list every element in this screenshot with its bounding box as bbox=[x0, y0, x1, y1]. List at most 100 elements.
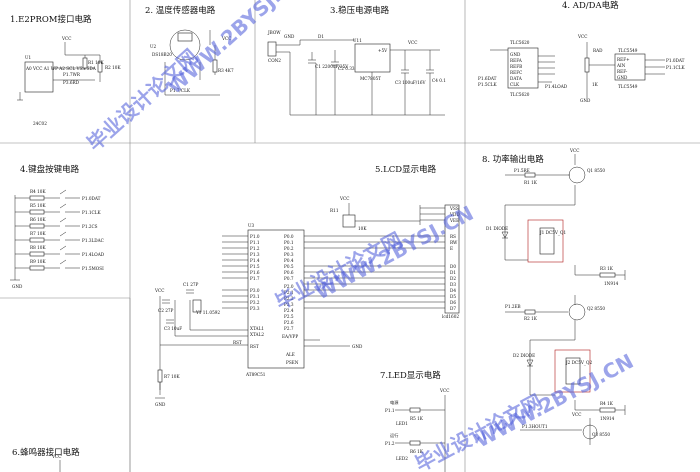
mcu-pin: P3.2 bbox=[250, 300, 260, 305]
po-d1: D1 DIODE bbox=[486, 226, 508, 231]
led-r: R5 1K bbox=[410, 416, 424, 421]
mcu-pin: XTAL1 bbox=[250, 326, 264, 331]
key-row[interactable]: R7 10K P1.3LDAC bbox=[15, 231, 104, 243]
led-circuit: VCC 电源 P1.1 LED1 R5 1K 运行 P1.2 LED2 R6 1… bbox=[385, 388, 610, 472]
title-led: 7.LED显示电路 bbox=[380, 370, 441, 381]
mcu-pin: P3.1 bbox=[250, 294, 260, 299]
key-label: P1.0DAT bbox=[82, 196, 101, 201]
mcu-pin: P1.4 bbox=[250, 258, 260, 263]
transistor-q1 bbox=[568, 166, 586, 184]
po-q2: Q2 8550 bbox=[587, 306, 605, 311]
mcu-pin: P0.0 bbox=[284, 234, 294, 239]
led-label: 运行 bbox=[390, 432, 398, 439]
dac-pin-3: GND bbox=[617, 75, 628, 80]
key-row[interactable]: R4 10K P1.0DAT bbox=[15, 189, 101, 201]
lcd-pin: D3 bbox=[450, 282, 456, 287]
adc-pin-5: DATA bbox=[510, 76, 523, 81]
key-row[interactable]: R9 10K P1.5MOSI bbox=[15, 259, 104, 271]
mcu-pin: P0.5 bbox=[284, 264, 294, 269]
mcu-pin: ALE bbox=[285, 352, 295, 357]
adc-pin-3: REFC bbox=[510, 70, 522, 75]
adc-part: TLC5620 bbox=[510, 40, 530, 45]
mcu-pin: XTAL2 bbox=[250, 332, 264, 337]
key-row[interactable]: R5 10K P1.1CLK bbox=[15, 203, 101, 215]
mcu-pin: EA/VPP bbox=[282, 334, 298, 339]
e2prom-chip-ref: U1 bbox=[25, 55, 32, 60]
e2prom-p1: P1.7WR bbox=[63, 72, 81, 77]
dac-part: TLC5549 bbox=[618, 48, 638, 53]
adc-pin-1: REFA bbox=[510, 58, 523, 63]
regulator-ref: U11 bbox=[353, 38, 362, 43]
mcu-c-rst: C3 10uF bbox=[164, 326, 182, 331]
mcu-pin: P0.1 bbox=[284, 240, 294, 245]
adc-pin-0: GND bbox=[510, 52, 521, 57]
key-row[interactable]: R6 10K P1.2CS bbox=[15, 217, 98, 229]
adc-chip bbox=[507, 47, 539, 89]
e2prom-part: 24C02 bbox=[33, 121, 47, 126]
mcu-pin: RST bbox=[250, 344, 259, 349]
lcd-pot-label: R11 bbox=[330, 208, 339, 213]
e2prom-r1: R1 10K bbox=[88, 60, 104, 65]
crystal bbox=[192, 299, 202, 313]
mcu-pin: P1.5 bbox=[250, 264, 260, 269]
led-name: LED1 bbox=[396, 421, 408, 426]
ds18b20-body bbox=[177, 32, 193, 42]
po-r3: R3 1K bbox=[600, 266, 614, 271]
mcu-ref: U3 bbox=[248, 223, 255, 228]
po-vcc1: VCC bbox=[569, 148, 579, 153]
temp-vcc: VCC bbox=[221, 36, 231, 41]
key-r: R7 10K bbox=[30, 231, 46, 236]
power-c4: C4 0.1 bbox=[432, 78, 446, 83]
mcu-pin: PSEN bbox=[286, 360, 299, 365]
mcu-pin: P2.0 bbox=[284, 284, 294, 289]
regulator-chip bbox=[354, 43, 391, 73]
po-d2: D2 DIODE bbox=[513, 353, 535, 358]
mcu-pin: P2.4 bbox=[284, 308, 294, 313]
key-row[interactable]: R8 10K P1.4LOAD bbox=[15, 245, 105, 257]
title-temp: 2. 温度传感器电路 bbox=[145, 5, 216, 16]
mcu-pin: P2.2 bbox=[284, 296, 294, 301]
led-p: P1.3HOUT1 bbox=[522, 424, 548, 429]
mcu-pin: P2.5 bbox=[284, 314, 294, 319]
title-power-out: 8. 功率输出电路 bbox=[482, 154, 544, 165]
led-pin: P1.2 bbox=[385, 441, 395, 446]
adc-pin-2: REFB bbox=[510, 64, 522, 69]
temp-circuit: U2 DS18B20 R3 4K7 VCC P1.7/CLK bbox=[150, 29, 234, 96]
title-adda: 4. AD/DA电路 bbox=[562, 0, 619, 11]
led-row: 运行 P1.2 LED2 R6 1K bbox=[385, 432, 445, 461]
adda-r: 1K bbox=[592, 82, 599, 87]
led-vcc: VCC bbox=[439, 388, 449, 393]
lcd-pin: D4 bbox=[450, 288, 456, 293]
power-gnd: GND bbox=[284, 34, 295, 39]
lcd-pin: D2 bbox=[450, 276, 456, 281]
title-e2prom: 1.E2PROM接口电路 bbox=[10, 14, 92, 25]
regulator-in: +5V bbox=[378, 48, 388, 53]
key-r: R9 10K bbox=[30, 259, 46, 264]
e2prom-pins: A0 VCC A1 WP A2 SCL VSS SDA bbox=[25, 66, 97, 71]
power-c2: C2 0.33 bbox=[338, 66, 355, 71]
mcu-gnd: GND bbox=[155, 402, 166, 407]
transistor-q3 bbox=[582, 424, 598, 440]
lcd-pin: D0 bbox=[450, 264, 456, 269]
mcu-pin: P0.2 bbox=[284, 246, 294, 251]
temp-part: DS18B20 bbox=[152, 52, 172, 57]
e2prom-vcc: VCC bbox=[61, 36, 71, 41]
po-relay2: J2 DC5V_Q2 bbox=[565, 360, 592, 365]
adc-part-bottom: TLC5620 bbox=[510, 92, 530, 97]
lcd-pin: RS bbox=[450, 234, 456, 239]
e2prom-circuit: U1 A0 VCC A1 WP A2 SCL VSS SDA 24C02 VCC… bbox=[17, 36, 121, 126]
po-r2: R2 1K bbox=[524, 316, 538, 321]
mcu-pin: P1.3 bbox=[250, 252, 260, 257]
lcd-circuit: lcd1602 VSS VDD VEE RS RW E D0 D1 D2 D3 … bbox=[304, 196, 460, 319]
lcd-vcc: VCC bbox=[339, 196, 349, 201]
led-q3: Q3 8550 bbox=[592, 432, 610, 437]
led-pin: P1.1 bbox=[385, 408, 395, 413]
mcu-right-pins: P0.0 P0.1 P0.2 P0.3 P0.4 P0.5 P0.6 P0.7 … bbox=[282, 234, 299, 365]
adda-p2: P1.5CLK bbox=[478, 82, 497, 87]
temp-r: R3 4K7 bbox=[218, 68, 234, 73]
relay-2 bbox=[554, 349, 591, 393]
mcu-gnd-right: GND bbox=[352, 344, 363, 349]
power-d: D1 bbox=[318, 34, 324, 39]
